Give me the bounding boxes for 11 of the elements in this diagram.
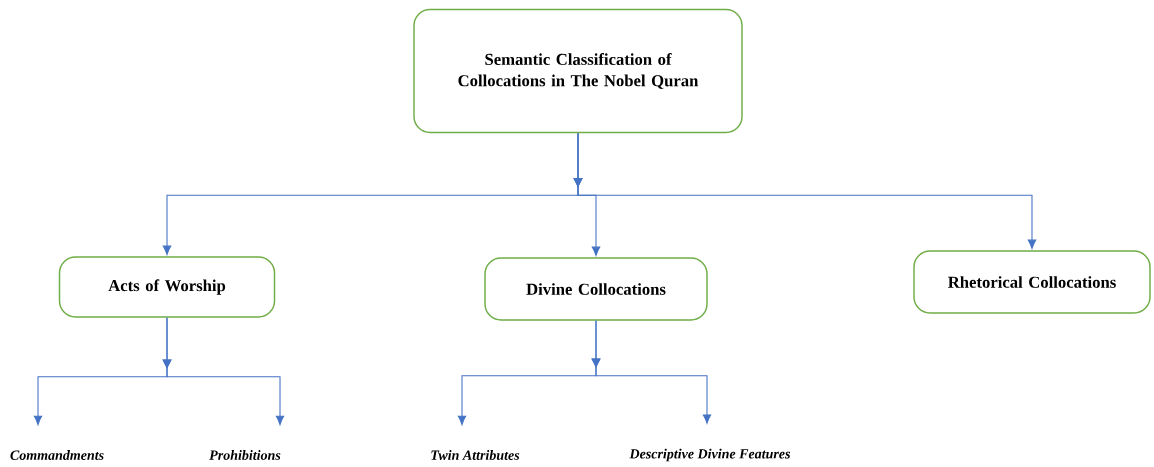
leaf-label: Prohibitions xyxy=(209,450,281,460)
process-box: Rhetorical Collocations xyxy=(913,250,1151,314)
leaf-label: Commandments xyxy=(10,450,104,460)
process-box: Divine Collocations xyxy=(484,257,708,321)
leaf-label: Descriptive Divine Features xyxy=(629,448,791,462)
leaf-label: Twin Attributes xyxy=(431,450,520,460)
arrow xyxy=(573,132,1037,249)
process-box: Acts of Worship xyxy=(58,256,276,318)
process-box: Semantic Classification of Collocations in The Nobel Quran xyxy=(413,8,743,134)
arrow xyxy=(591,320,712,424)
arrow xyxy=(162,317,285,426)
